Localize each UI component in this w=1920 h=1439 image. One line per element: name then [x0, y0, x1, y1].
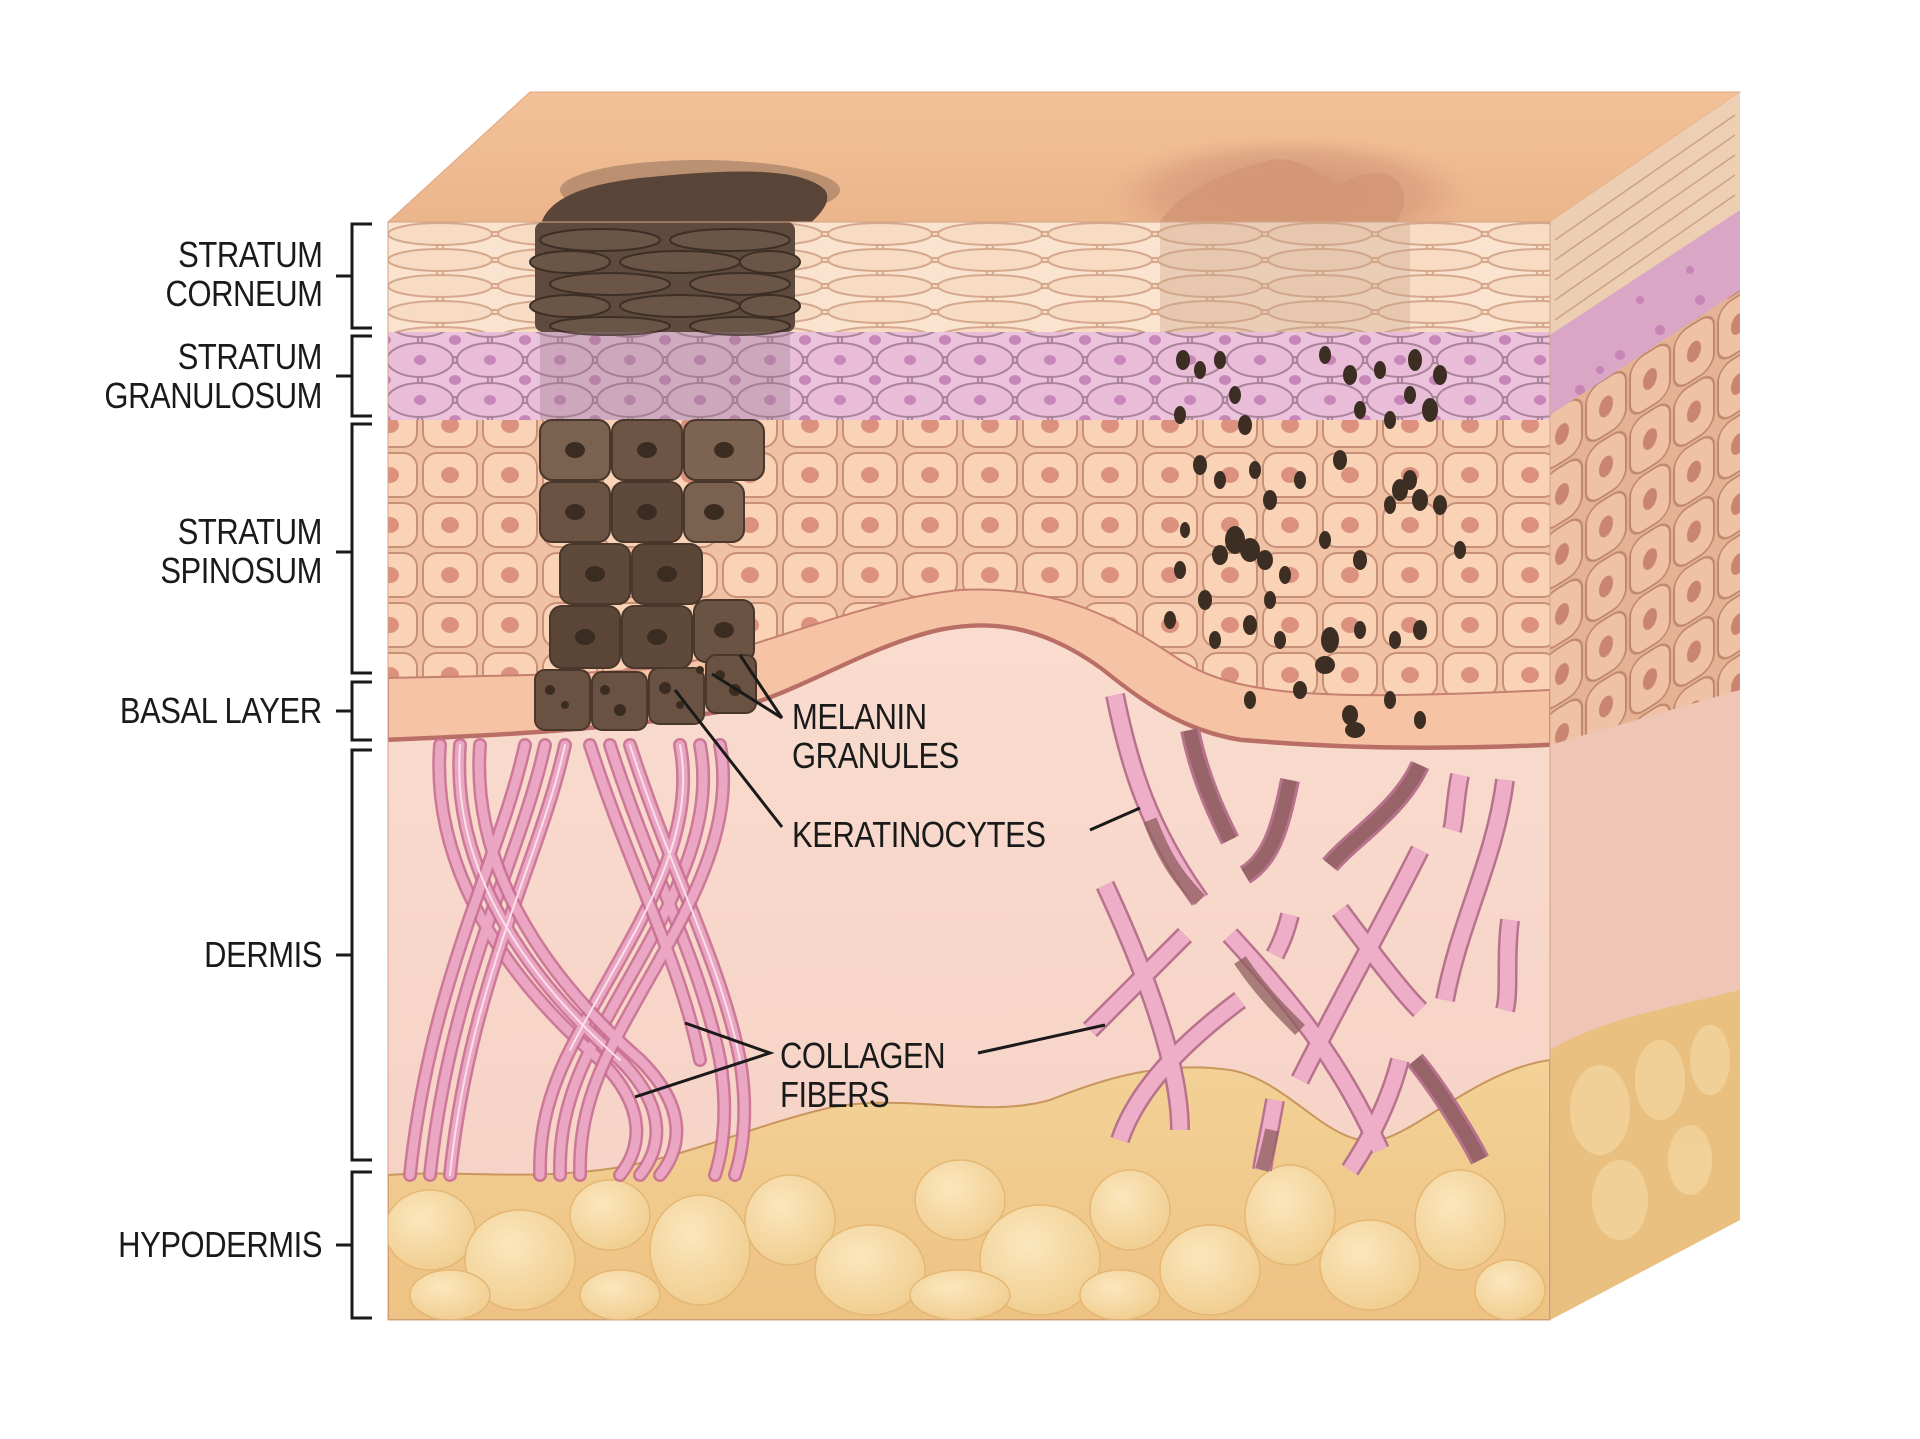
scattered-melanin — [1164, 346, 1466, 738]
dark-lesion-column — [529, 222, 801, 731]
bracket-basal-layer — [336, 680, 372, 742]
leader-collagen — [634, 1021, 1106, 1099]
callout-keratinocytes: KERATINOCYTES — [792, 814, 1046, 855]
label-hypodermis: HYPODERMIS — [118, 1224, 322, 1265]
layer-brackets — [336, 222, 372, 1320]
collagen-bundles-intact — [403, 738, 752, 1182]
label-stratum-spinosum: STRATUM SPINOSUM — [160, 511, 322, 591]
bracket-dermis — [336, 748, 372, 1162]
bracket-hypodermis — [336, 1170, 372, 1320]
fat-lobules — [388, 1159, 1546, 1320]
label-basal-layer: BASAL LAYER — [120, 690, 322, 731]
callout-melanin-granules: MELANIN GRANULES — [792, 696, 959, 776]
bracket-stratum-granulosum — [336, 334, 372, 418]
irregular-lesion-surface — [1160, 159, 1405, 225]
callout-collagen-fibers: COLLAGEN FIBERS — [780, 1035, 946, 1115]
leader-keratinocytes — [673, 689, 1141, 832]
skin-block-front — [388, 222, 1550, 1320]
callout-leaders — [634, 654, 1141, 1099]
label-stratum-granulosum: STRATUM GRANULOSUM — [104, 336, 322, 416]
leader-melanin — [711, 654, 784, 720]
bracket-stratum-corneum — [336, 222, 372, 330]
label-dermis: DERMIS — [204, 934, 322, 975]
bracket-stratum-spinosum — [336, 422, 372, 675]
label-stratum-corneum: STRATUM CORNEUM — [165, 234, 322, 314]
collagen-fragments-damaged — [1082, 693, 1520, 1176]
